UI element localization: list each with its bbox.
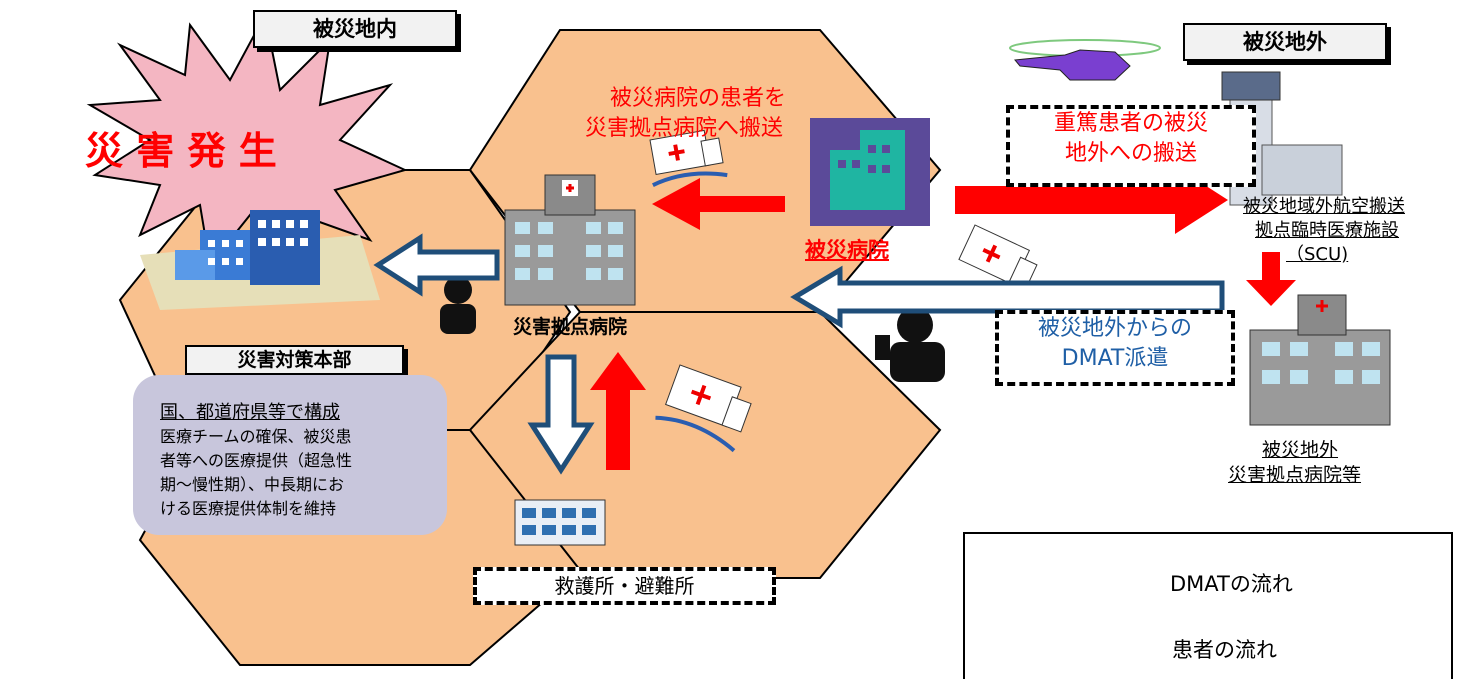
outside-area-header: 被災地外 — [1183, 23, 1387, 61]
hq-note-line4: ける医療提供体制を維持 — [160, 499, 337, 518]
outside-hospital-line2: 災害拠点病院等 — [1228, 464, 1362, 486]
ambulance-icon — [958, 224, 1038, 291]
hq-note-box — [133, 375, 447, 535]
transport-note-line2: 災害拠点病院へ搬送 — [585, 116, 784, 141]
hq-note-line3: 期～慢性期）、中長期にお — [160, 475, 345, 494]
hq-note-line2: 者等への医療提供（超急性 — [160, 451, 353, 470]
hospital-building-icon — [504, 174, 636, 306]
legend-dmat-label: DMATの流れ — [1170, 572, 1293, 596]
disaster-area-header: 被災地内 — [253, 10, 457, 48]
affected-hospital-icon — [810, 118, 930, 226]
dmat-dispatch-line2: DMAT派遣 — [1061, 345, 1169, 371]
patient-arrow-scu-to-outside — [1246, 252, 1296, 306]
patient-arrow-to-outside — [955, 166, 1228, 234]
ambulance-icon — [655, 364, 752, 453]
scu-line1: 被災地域外航空搬送 — [1243, 196, 1405, 217]
transport-note-line1: 被災病院の患者を — [610, 86, 787, 111]
helicopter-icon — [1009, 39, 1161, 81]
hq-note-title: 国、都道府県等で構成 — [160, 402, 340, 423]
dmat-dispatch-line1: 被災地外からの — [1037, 316, 1192, 341]
legend-patient-label: 患者の流れ — [1172, 638, 1277, 662]
shelter-building-icon — [514, 499, 606, 546]
serious-transport-line2: 地外への搬送 — [1064, 140, 1197, 166]
first-aid-label: 救護所・避難所 — [554, 574, 695, 598]
affected-hospital-label: 被災病院 — [805, 238, 889, 262]
first-aid-box: 救護所・避難所 — [473, 567, 776, 605]
serious-transport-line1: 重篤患者の被災 — [1053, 111, 1208, 136]
dmat-dispatch-box: 被災地外からの DMAT派遣 — [995, 310, 1235, 386]
person-silhouette-icon — [875, 307, 945, 382]
hq-header: 災害対策本部 — [185, 345, 404, 375]
serious-transport-box: 重篤患者の被災 地外への搬送 — [1006, 105, 1256, 187]
hq-note-line1: 医療チームの確保、被災患 — [160, 427, 352, 446]
base-hospital-label: 災害拠点病院 — [513, 316, 628, 338]
person-silhouette-icon — [440, 276, 476, 334]
ambulance-icon — [649, 129, 728, 187]
scu-line3: （SCU) — [1286, 244, 1349, 265]
outside-hospital-line1: 被災地外 — [1262, 439, 1339, 461]
legend-box — [963, 532, 1453, 679]
patient-arrow-shelter-to-base — [590, 352, 646, 470]
scu-line2: 拠点臨時医療施設 — [1255, 220, 1399, 241]
dmat-arrow-to-shelter — [527, 354, 595, 475]
disaster-occurrence-label: 災 害 発 生 — [85, 129, 277, 173]
outside-hospital-icon — [1249, 294, 1391, 426]
city-buildings-icon — [140, 210, 380, 310]
dmat-arrow-to-hq — [373, 233, 500, 297]
patient-arrow-to-base — [652, 178, 785, 230]
